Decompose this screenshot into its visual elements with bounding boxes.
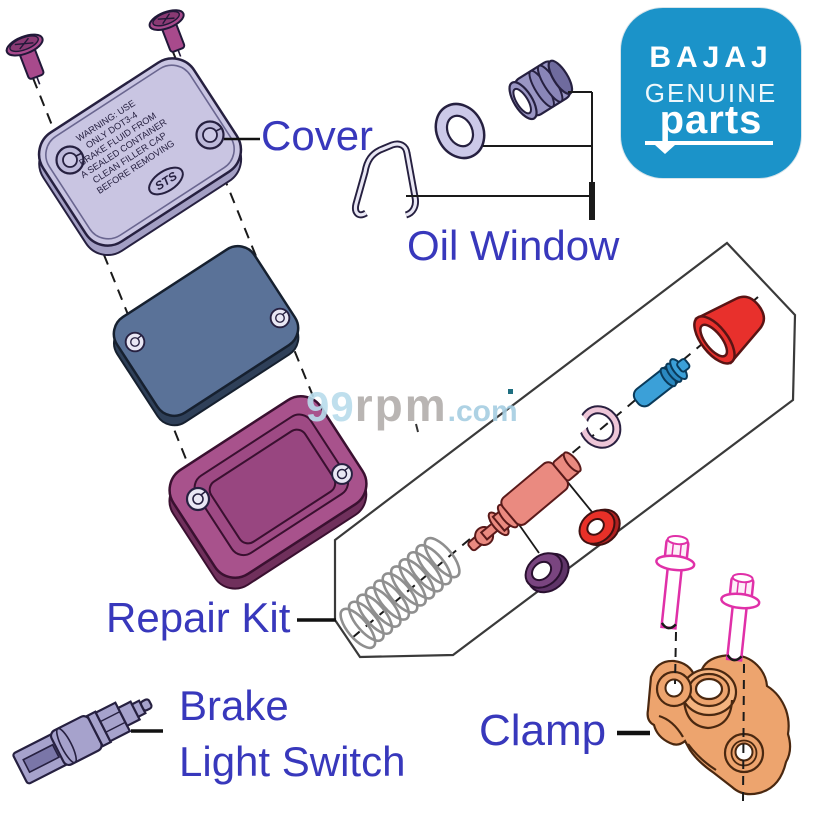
watermark: 99 rpm .com (306, 378, 518, 432)
cover-screw-2 (148, 9, 186, 57)
clamp-bolts (655, 534, 761, 662)
label-clamp: Clamp (479, 706, 607, 755)
reservoir-cover: WARNING: USE ONLY DOT3-4 BRAKE FLUID FRO… (37, 57, 243, 256)
bajaj-logo-underline (645, 141, 773, 145)
label-oil-window: Oil Window (407, 222, 620, 269)
cover-screw-hole-right (195, 120, 225, 150)
tiny-tick (415, 423, 419, 433)
oil-window-bracket (406, 91, 595, 220)
piston-assembly (467, 451, 582, 552)
red-seal (578, 508, 621, 547)
oil-window-washer (434, 102, 486, 160)
piston-seal-link-2 (565, 479, 593, 513)
bajaj-logo: BAJAJ GENUINE parts (621, 8, 801, 178)
label-brake-line1: Brake (179, 682, 289, 729)
kit-centerline (351, 296, 759, 639)
cover-screws (5, 9, 186, 85)
cover-screw-1 (5, 33, 45, 85)
clamp-bolt-1 (655, 534, 696, 630)
bajaj-logo-brand: BAJAJ (649, 41, 773, 74)
rubber-diaphragm (168, 395, 368, 590)
watermark-prefix: 99 (306, 383, 355, 430)
label-brake-line2: Light Switch (179, 738, 406, 785)
bajaj-logo-parts: parts (659, 98, 763, 142)
bajaj-logo-genuine: GENUINE (644, 78, 778, 108)
label-leaders (131, 137, 650, 736)
watermark-middle: rpm (354, 379, 448, 431)
teal-dot (508, 389, 513, 394)
label-cover: Cover (261, 112, 374, 159)
brake-light-switch-part (12, 698, 153, 785)
oil-window-sight-glass (508, 59, 574, 121)
clamp-bolt-2 (720, 572, 761, 662)
watermark-suffix: .com (447, 395, 518, 428)
cover-screw-hole-left (55, 145, 85, 175)
dust-boot (693, 295, 766, 365)
bolt-assembly-lines (674, 631, 745, 803)
diaphragm-plate (112, 244, 300, 427)
handlebar-clamp (646, 653, 792, 796)
purple-seal (524, 552, 570, 594)
bajaj-logo-arrow-icon (655, 145, 675, 154)
valve-pin (632, 358, 691, 408)
oil-window-clip (352, 140, 419, 219)
circlip (563, 405, 622, 449)
label-repair-kit: Repair Kit (106, 594, 291, 641)
repair-kit-spring (339, 536, 461, 650)
